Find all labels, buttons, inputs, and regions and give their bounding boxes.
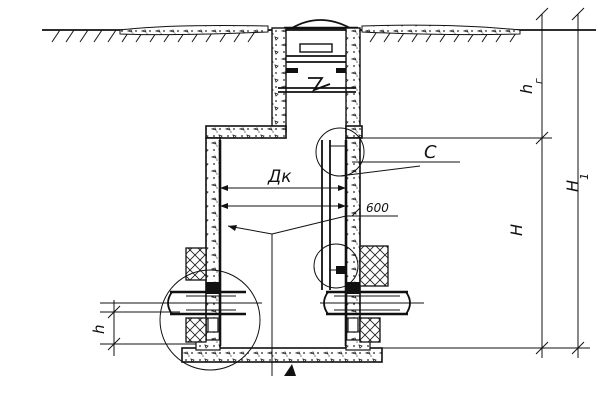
neck-height-label: h [517, 84, 536, 94]
detail-callout [339, 161, 460, 177]
pipe-height-dimension [100, 300, 196, 356]
outlet-pipe [320, 290, 424, 316]
ceiling-slab [205, 125, 363, 139]
neck-height-subscript: г [532, 78, 545, 84]
pipe-collars [185, 245, 389, 343]
ladder [321, 140, 346, 290]
neck [271, 27, 361, 133]
total-height-subscript: 1 [578, 173, 591, 180]
manhole-cover [284, 19, 358, 30]
height-label: H [507, 224, 526, 236]
ladder-width-label: 600 [366, 201, 389, 215]
ground-surface [42, 24, 596, 43]
bottom-slab [181, 339, 383, 363]
pipe-height-label: h [90, 324, 108, 334]
vertical-dimensions [362, 7, 590, 358]
diameter-dimension [220, 185, 346, 209]
bottom-marker [284, 364, 296, 376]
diameter-label: Дк [267, 167, 292, 187]
detail-label: С [424, 142, 437, 163]
ladder-width-leader [227, 207, 398, 376]
inlet-pipe [100, 290, 262, 316]
total-height-label: H [563, 180, 582, 192]
